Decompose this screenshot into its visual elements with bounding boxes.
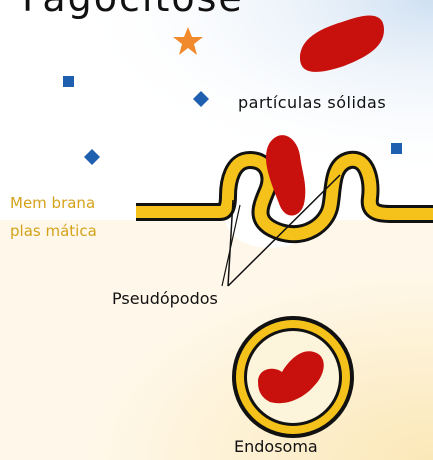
label-membrane-line1: Mem brana [10, 194, 95, 212]
label-solid-particles: partículas sólidas [238, 93, 386, 112]
label-pseudopods: Pseudópodos [112, 289, 218, 308]
label-membrane-line2: plas mática [10, 222, 97, 240]
blue-square-particle-icon [63, 76, 74, 87]
diagram-title: Fagocitose [22, 0, 244, 20]
blue-square-particle-icon [391, 143, 402, 154]
cytoplasm-region [0, 220, 433, 460]
label-endosome: Endosoma [234, 437, 318, 456]
